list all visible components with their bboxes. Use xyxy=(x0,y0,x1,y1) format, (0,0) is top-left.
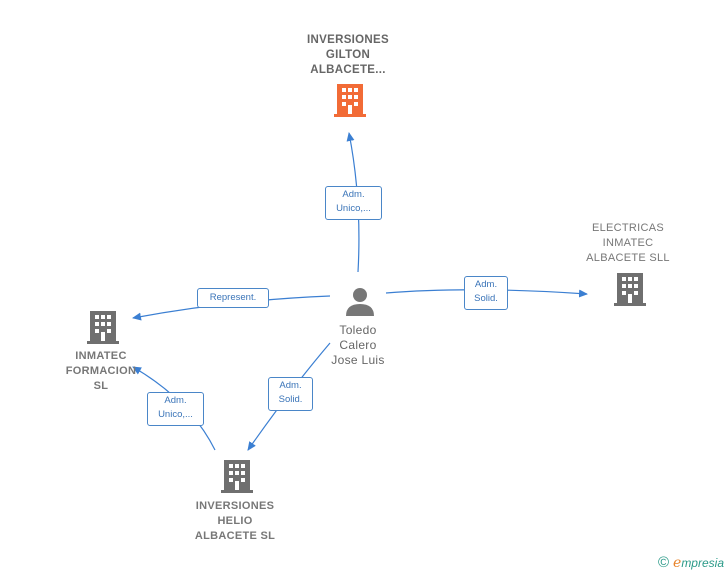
person-icon[interactable] xyxy=(346,288,374,316)
label-line: Calero xyxy=(339,338,377,352)
edge-label-line: Unico,... xyxy=(336,203,371,214)
edge-label-adm-unico: Adm. Unico,... xyxy=(147,392,204,426)
edge-label-represent: Represent. xyxy=(197,288,269,308)
edge-label-line: Solid. xyxy=(474,293,498,304)
building-icon[interactable] xyxy=(334,84,366,117)
label-line: Toledo xyxy=(339,323,377,337)
label-line: ELECTRICAS xyxy=(591,222,665,234)
label-line: HELIO xyxy=(217,515,253,527)
edge-label-line: Adm. xyxy=(164,395,187,406)
label-line: INMATEC xyxy=(602,237,654,249)
edge-label-adm-unico: Adm. Unico,... xyxy=(325,186,382,220)
label-line: INVERSIONES xyxy=(195,500,275,512)
copyright-icon: © xyxy=(657,554,670,571)
label-line: GILTON xyxy=(325,49,371,61)
company-label-inversiones-gilton[interactable]: INVERSIONES GILTON ALBACETE... xyxy=(288,33,408,78)
brand-initial: e xyxy=(673,555,682,571)
label-line: ALBACETE... xyxy=(310,64,386,76)
building-icon[interactable] xyxy=(221,460,253,493)
label-line: INMATEC xyxy=(75,350,127,362)
company-label-inmatec-formacion[interactable]: INMATEC FORMACION SL xyxy=(56,349,146,394)
brand-wordmark: empresia xyxy=(673,555,724,571)
edge-label-line: Unico,... xyxy=(158,409,193,420)
edge-label-adm-solid: Adm. Solid. xyxy=(464,276,508,310)
label-line: Jose Luis xyxy=(331,353,385,367)
label-line: FORMACION xyxy=(65,365,137,377)
company-label-inversiones-helio[interactable]: INVERSIONES HELIO ALBACETE SL xyxy=(179,499,291,544)
company-label-electricas-inmatec[interactable]: ELECTRICAS INMATEC ALBACETE SLL xyxy=(572,221,684,266)
edge-label-line: Solid. xyxy=(278,394,303,405)
label-line: INVERSIONES xyxy=(307,34,389,46)
label-line: ALBACETE SL xyxy=(194,530,276,542)
edge-label-adm-solid: Adm. Solid. xyxy=(268,377,313,411)
edge-label-line: Adm. xyxy=(279,380,302,391)
building-icon[interactable] xyxy=(614,273,646,306)
edge-label-line: Adm. xyxy=(342,189,365,200)
edge-label-line: Adm. xyxy=(474,279,498,290)
person-label-toledo-calero[interactable]: Toledo Calero Jose Luis xyxy=(318,323,398,368)
brand-name: mpresia xyxy=(681,556,724,570)
brand-logo[interactable]: © empresia xyxy=(658,555,724,571)
label-line: SL xyxy=(93,380,109,392)
label-line: ALBACETE SLL xyxy=(586,252,670,264)
edge-label-line: Represent. xyxy=(209,292,257,303)
building-icon[interactable] xyxy=(87,311,119,344)
